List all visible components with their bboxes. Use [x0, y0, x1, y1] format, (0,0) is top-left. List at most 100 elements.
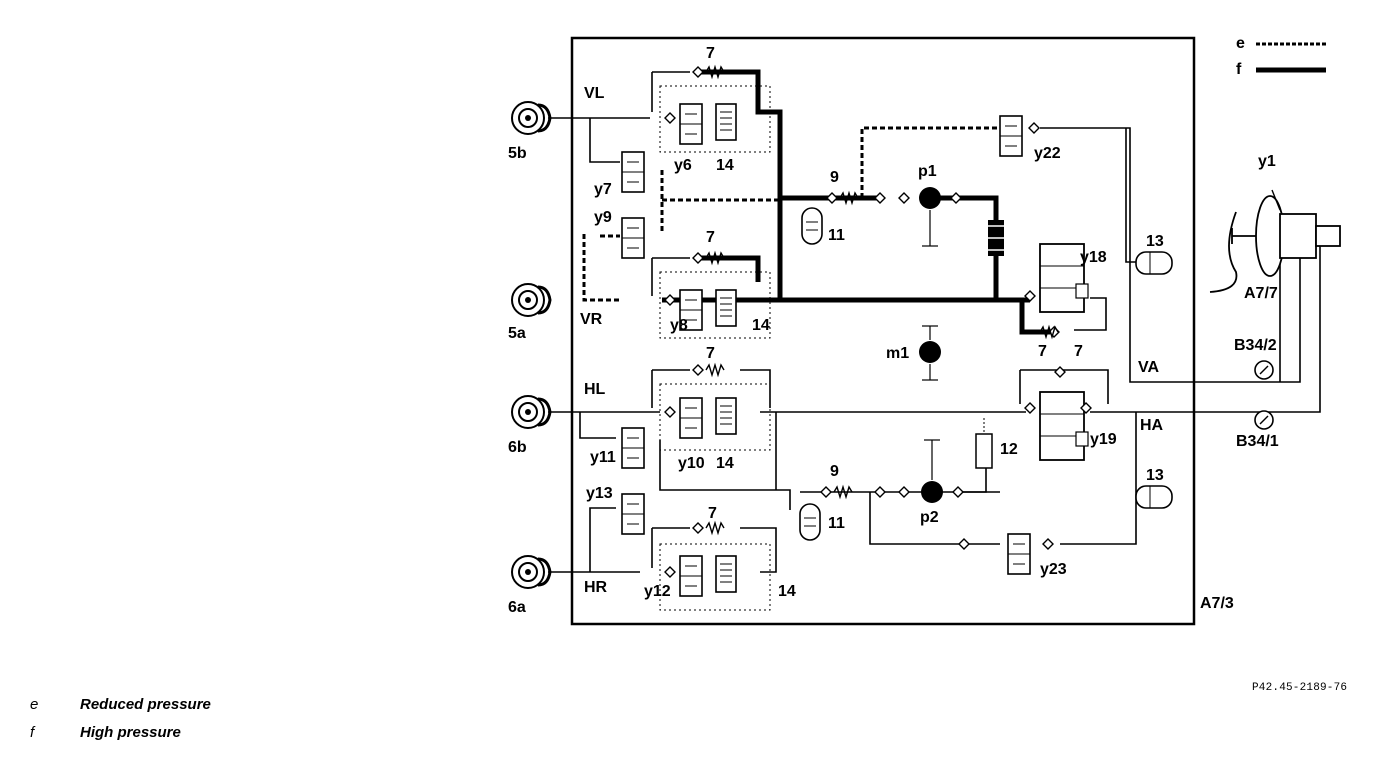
svg-text:y12: y12: [644, 583, 671, 600]
svg-text:e: e: [1236, 35, 1245, 52]
damper-14-a-icon: [715, 103, 737, 141]
svg-text:B34/2: B34/2: [1234, 337, 1277, 354]
check-valve-icon: [958, 538, 970, 550]
svg-text:y6: y6: [674, 157, 692, 174]
check-valve-icon: [898, 192, 910, 204]
label-hl: HL: [584, 381, 606, 398]
control-outlines: [659, 85, 771, 611]
check-valve-icon: [1054, 366, 1066, 378]
check-valve-icon: [874, 192, 886, 204]
label-5a: 5a: [508, 325, 526, 342]
check-valve-icon: [826, 192, 838, 204]
svg-text:A7/7: A7/7: [1244, 285, 1278, 302]
valve-y12-icon: [679, 555, 703, 597]
valve-y7-icon: [621, 151, 645, 193]
svg-text:y7: y7: [594, 181, 612, 198]
pulsation-damper-icon: [984, 220, 1008, 256]
svg-text:14: 14: [716, 455, 734, 472]
component-12-icon: [975, 418, 993, 469]
check-valve-icon: [952, 486, 964, 498]
svg-text:y19: y19: [1090, 431, 1117, 448]
svg-text:y9: y9: [594, 209, 612, 226]
valve-y6-icon: [679, 103, 703, 145]
figure-reference: P42.45-2189-76: [1252, 682, 1348, 694]
svg-text:p2: p2: [920, 509, 939, 526]
wheel-5b-icon: [510, 100, 552, 136]
svg-text:p1: p1: [918, 163, 937, 180]
svg-text:y18: y18: [1080, 249, 1107, 266]
accumulator-11b-icon: [799, 503, 821, 541]
valve-y22-icon: [999, 115, 1023, 157]
check-valve-icon: [1028, 122, 1040, 134]
svg-text:9: 9: [830, 169, 839, 186]
damper-14-c-icon: [715, 397, 737, 435]
reservoir-13b-icon: [1135, 485, 1173, 509]
check-valve-icon: [692, 66, 704, 78]
wheel-6a-rear-icon: [510, 554, 552, 590]
frame-label: A7/3: [1200, 595, 1234, 612]
svg-text:14: 14: [752, 317, 770, 334]
pump-p2-icon: [921, 439, 943, 503]
svg-text:y23: y23: [1040, 561, 1067, 578]
svg-text:y22: y22: [1034, 145, 1061, 162]
svg-text:y10: y10: [678, 455, 705, 472]
sensor-b342-icon: [1254, 360, 1274, 380]
svg-text:13: 13: [1146, 233, 1164, 250]
check-valve-icon: [874, 486, 886, 498]
svg-text:11: 11: [828, 227, 845, 244]
check-valve-icon: [820, 486, 832, 498]
svg-text:y11: y11: [590, 449, 616, 466]
check-valve-icon: [692, 364, 704, 376]
svg-text:7: 7: [1074, 343, 1083, 360]
motor-m1-icon: [919, 325, 941, 381]
valve-y23-icon: [1007, 533, 1031, 575]
valve-y11-icon: [621, 427, 645, 469]
spring-icon: [705, 364, 725, 376]
check-valve-icon: [1024, 402, 1036, 414]
check-valve-icon: [692, 522, 704, 534]
valve-y10-icon: [679, 397, 703, 439]
svg-text:m1: m1: [886, 345, 909, 362]
reservoir-13-icon: [1135, 251, 1173, 275]
wheel-6b-icon: [510, 394, 552, 430]
brake-booster-a77-icon: [1209, 189, 1341, 293]
damper-14-d-icon: [715, 555, 737, 593]
control-unit-frame: [570, 36, 1196, 626]
check-valve-icon: [664, 406, 676, 418]
svg-text:7: 7: [706, 345, 715, 362]
svg-text:y1: y1: [1258, 153, 1276, 170]
check-valve-icon: [664, 112, 676, 124]
svg-text:9: 9: [830, 463, 839, 480]
spring-icon: [705, 522, 725, 534]
damper-14-b-icon: [715, 289, 737, 327]
legend-samples: e f: [1236, 35, 1326, 78]
check-valve-icon: [1042, 538, 1054, 550]
label-vr: VR: [580, 311, 603, 328]
svg-text:11: 11: [828, 515, 845, 532]
svg-text:7: 7: [1038, 343, 1047, 360]
svg-text:f: f: [1236, 61, 1242, 78]
check-valve-icon: [950, 192, 962, 204]
label-hr: HR: [584, 579, 608, 596]
label-vl: VL: [584, 85, 605, 102]
svg-text:13: 13: [1146, 467, 1164, 484]
label-6b: 6b: [508, 439, 527, 456]
svg-text:7: 7: [706, 229, 715, 246]
valve-y13-icon: [621, 493, 645, 535]
svg-text:HA: HA: [1140, 417, 1164, 434]
check-valve-icon: [664, 566, 676, 578]
accumulator-11-icon: [801, 207, 823, 245]
check-valve-icon: [664, 294, 676, 306]
svg-text:B34/1: B34/1: [1236, 433, 1279, 450]
reduced-pressure-lines: [582, 126, 1000, 302]
diagram-labels: 5b 5a 6b 6a VL VR HL HR 7 7 7 7 7 7 9 9 …: [508, 45, 1279, 616]
valve-y9-icon: [621, 217, 645, 259]
check-valve-icon: [898, 486, 910, 498]
svg-text:7: 7: [708, 505, 717, 522]
svg-text:7: 7: [706, 45, 715, 62]
svg-text:14: 14: [716, 157, 734, 174]
label-5b: 5b: [508, 145, 527, 162]
svg-text:y13: y13: [586, 485, 613, 502]
svg-text:14: 14: [778, 583, 796, 600]
